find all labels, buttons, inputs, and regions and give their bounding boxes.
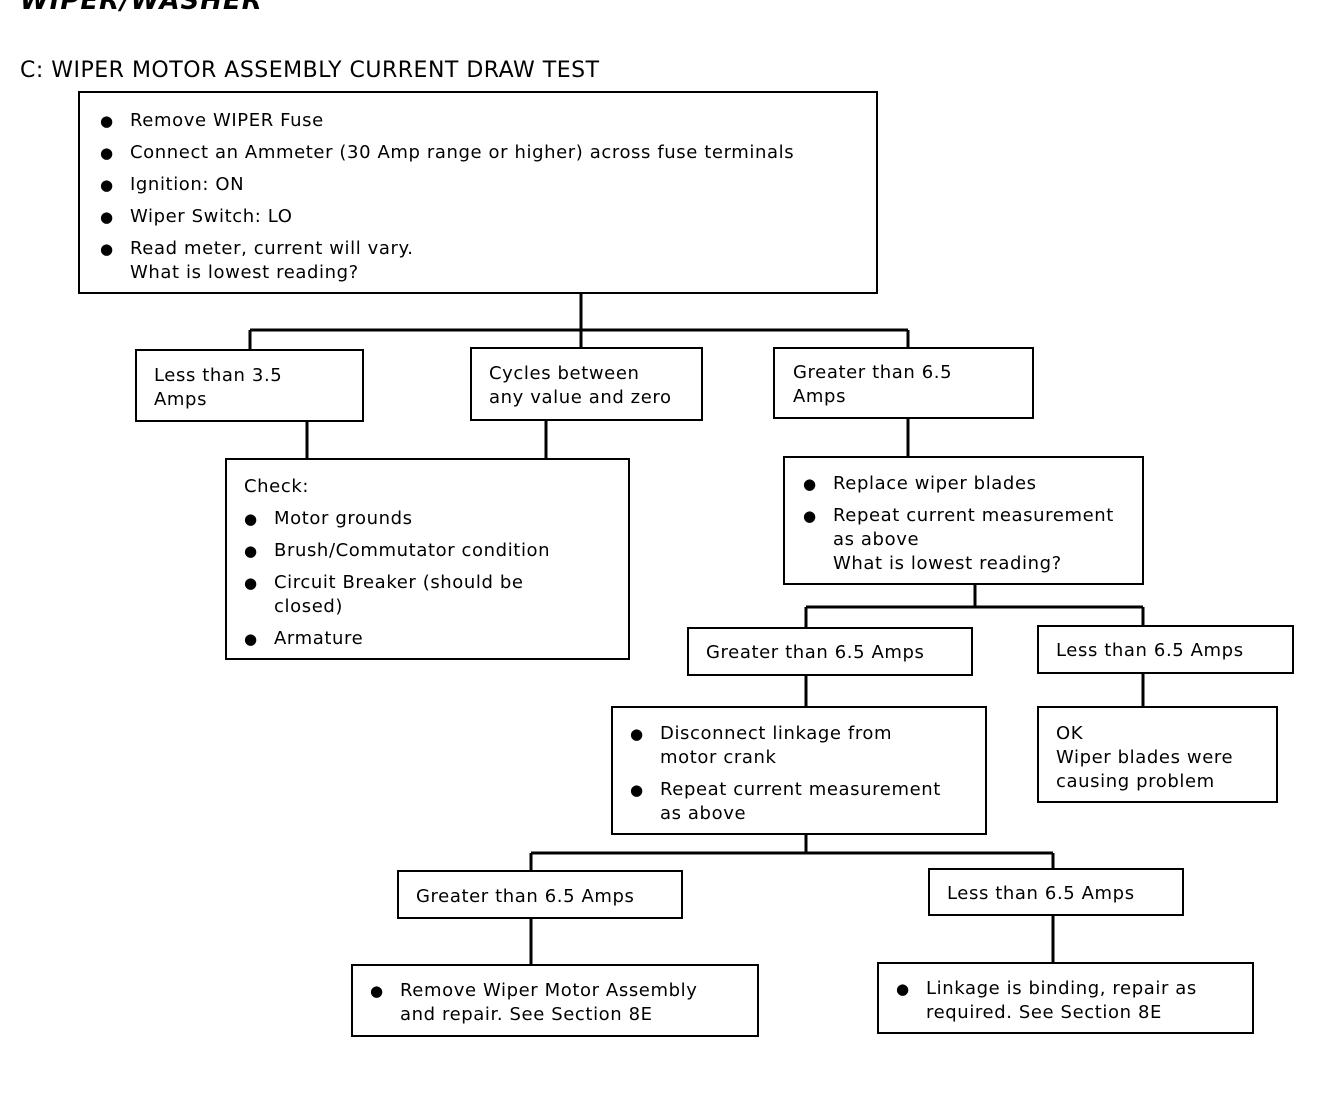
check-heading: Check: [244, 476, 310, 497]
step-wiper-switch: Wiper Switch: LO [100, 205, 856, 229]
step-read-meter: Read meter, current will vary. What is l… [100, 237, 856, 285]
less-than-6-5-amps-box-1: Less than 6.5 Amps [1037, 625, 1294, 674]
cycles-between-box: Cycles between any value and zero [470, 347, 703, 421]
page-title: C: WIPER MOTOR ASSEMBLY CURRENT DRAW TES… [20, 58, 600, 83]
step-remove-fuse: Remove WIPER Fuse [100, 109, 856, 133]
check-motor-grounds: Motor grounds [244, 507, 628, 531]
check-box: Check: Motor grounds Brush/Commutator co… [225, 458, 630, 660]
step-ignition: Ignition: ON [100, 173, 856, 197]
remove-motor-box: Remove Wiper Motor Assembly and repair. … [351, 964, 759, 1037]
check-circuit-breaker: Circuit Breaker (should be closed) [244, 571, 628, 619]
step-repeat-measurement-1: Repeat current measurement as above What… [803, 504, 1142, 576]
step-linkage-binding: Linkage is binding, repair as required. … [896, 977, 1252, 1025]
disconnect-linkage-box: Disconnect linkage from motor crank Repe… [611, 706, 987, 835]
greater-than-6-5-amps-box-2: Greater than 6.5 Amps [687, 627, 973, 676]
less-than-3-5-amps-box: Less than 3.5 Amps [135, 349, 364, 422]
linkage-binding-box: Linkage is binding, repair as required. … [877, 962, 1254, 1034]
greater-than-6-5-amps-box-1: Greater than 6.5 Amps [773, 347, 1034, 419]
check-brush-commutator: Brush/Commutator condition [244, 539, 628, 563]
step-connect-ammeter: Connect an Ammeter (30 Amp range or high… [100, 141, 856, 165]
start-instructions-box: Remove WIPER Fuse Connect an Ammeter (30… [78, 91, 878, 294]
section-header: WIPER/WASHER [20, 0, 263, 16]
step-remove-motor: Remove Wiper Motor Assembly and repair. … [370, 979, 757, 1027]
less-than-6-5-amps-box-2: Less than 6.5 Amps [928, 868, 1184, 916]
ok-result-box: OK Wiper blades were causing problem [1037, 706, 1278, 803]
step-repeat-measurement-2: Repeat current measurement as above [630, 778, 985, 826]
greater-than-6-5-amps-box-3: Greater than 6.5 Amps [397, 870, 683, 919]
step-replace-blades: Replace wiper blades [803, 472, 1142, 496]
step-disconnect-linkage: Disconnect linkage from motor crank [630, 722, 985, 770]
replace-blades-box: Replace wiper blades Repeat current meas… [783, 456, 1144, 585]
check-armature: Armature [244, 627, 628, 651]
